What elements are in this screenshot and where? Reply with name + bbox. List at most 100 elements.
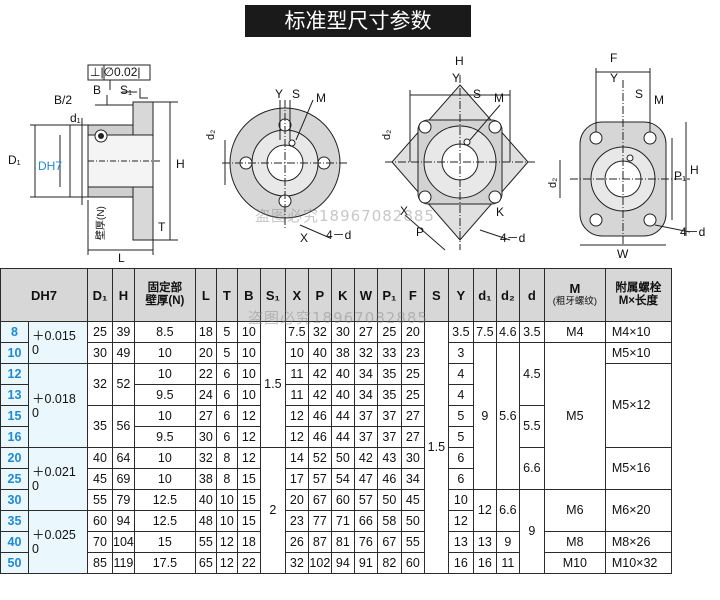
table-row: 16 9.5 30 6 12 12 46 44 37 37 27 5 — [0, 426, 672, 448]
cell-l: 65 — [194, 552, 217, 574]
cell-x: 7.5 — [284, 321, 309, 343]
cell-h: 104 — [112, 531, 135, 553]
cell-p: 102 — [307, 552, 332, 574]
cell-w: 76 — [353, 531, 378, 553]
label-W: W — [617, 247, 629, 261]
header-d1: D₁ — [87, 268, 113, 322]
cell-l: 55 — [194, 531, 217, 553]
cell-dh7: 13 — [0, 384, 29, 406]
cell-n: 17.5 — [133, 552, 196, 574]
label-T: T — [158, 220, 166, 234]
label-X-round: X — [300, 231, 308, 245]
cell-x: 14 — [284, 447, 309, 469]
cell-x: 10 — [284, 342, 309, 364]
cell-n: 9.5 — [133, 426, 196, 448]
header-s: S — [423, 268, 449, 322]
cell-l: 27 — [194, 405, 217, 427]
cell-w: 37 — [353, 426, 378, 448]
cell-b: 12 — [236, 447, 261, 469]
cell-k: 71 — [330, 510, 355, 532]
cell-h: 69 — [112, 468, 135, 490]
cell-s-merged: 1.5 — [423, 321, 449, 574]
header-sd2: d₂ — [495, 268, 520, 322]
side-section-view — [30, 64, 178, 255]
cell-sd2: 11 — [495, 552, 520, 574]
header-x: X — [284, 268, 309, 322]
label-d2-round: d₂ — [205, 130, 217, 140]
cell-d1: 85 — [87, 552, 113, 574]
cell-l: 22 — [194, 363, 217, 385]
table-row: 25 45 69 10 38 8 15 17 57 54 47 46 34 6 — [0, 468, 672, 490]
cell-n: 10 — [133, 447, 196, 469]
cell-w: 42 — [353, 447, 378, 469]
cell-k: 40 — [330, 363, 355, 385]
cell-l: 48 — [194, 510, 217, 532]
cell-l: 24 — [194, 384, 217, 406]
cell-l: 32 — [194, 447, 217, 469]
cell-l: 20 — [194, 342, 217, 364]
cell-d: 3.5 — [518, 321, 545, 343]
cell-n: 10 — [133, 363, 196, 385]
header-dh7: DH7 — [0, 268, 88, 322]
cell-h-merged: 52 — [112, 363, 135, 406]
cell-w: 57 — [353, 489, 378, 511]
cell-p: 77 — [307, 510, 332, 532]
table-header-row: DH7 D₁ H 固定部壁厚(N) L T B S₁ X P K W P₁ F … — [0, 268, 672, 322]
cell-dh7: 10 — [0, 342, 29, 364]
cell-k: 44 — [330, 426, 355, 448]
label-P-diamond: P — [416, 225, 424, 239]
cell-w: 37 — [353, 405, 378, 427]
cell-sd2-merged: 6.6 — [495, 489, 520, 532]
cell-m: M10 — [543, 552, 606, 574]
watermark-table: 盗图必究18967082885 — [248, 309, 428, 327]
cell-sd1: 13 — [472, 531, 497, 553]
cell-p1: 33 — [376, 342, 402, 364]
cell-bolt: M10×32 — [604, 552, 672, 574]
cell-y: 5 — [447, 426, 474, 448]
cell-b: 10 — [236, 384, 261, 406]
cell-f: 27 — [400, 405, 425, 427]
cell-w: 32 — [353, 342, 378, 364]
cell-t: 10 — [215, 510, 238, 532]
cell-x: 20 — [284, 489, 309, 511]
cell-b: 22 — [236, 552, 261, 574]
header-p: P — [307, 268, 332, 322]
cell-dh7: 40 — [0, 531, 29, 553]
cell-y: 16 — [447, 552, 474, 574]
diamond-flange-view — [385, 75, 535, 251]
cell-y: 6 — [447, 447, 474, 469]
cell-n: 12.5 — [133, 489, 196, 511]
cell-p1: 37 — [376, 405, 402, 427]
cell-t: 5 — [215, 321, 238, 343]
cell-dh7: 35 — [0, 510, 29, 532]
cell-bolt-merged: M5×16 — [604, 447, 672, 490]
label-S-oval: S — [635, 87, 643, 101]
label-DH7: DH7 — [38, 159, 62, 173]
cell-h: 39 — [112, 321, 135, 343]
cell-p: 42 — [307, 384, 332, 406]
cell-f: 55 — [400, 531, 425, 553]
label-P1: P₁ — [674, 169, 686, 183]
drawings-svg: ⊥|∅0.02| B/2 B S₁ d₁ D₁ DH7 壁厚(N) L T H … — [8, 51, 705, 262]
header-h: H — [112, 268, 135, 322]
cell-b: 15 — [236, 510, 261, 532]
cell-dh7: 30 — [0, 489, 29, 511]
cell-x: 32 — [284, 552, 309, 574]
cell-f: 25 — [400, 363, 425, 385]
cell-bolt-merged: M6×20 — [604, 489, 672, 532]
cell-d1: 45 — [87, 468, 113, 490]
label-d2-diamond: d₂ — [381, 130, 393, 140]
cell-t: 12 — [215, 552, 238, 574]
cell-d1-merged: 35 — [87, 405, 113, 448]
cell-d1: 70 — [87, 531, 113, 553]
cell-l: 38 — [194, 468, 217, 490]
cell-y: 12 — [447, 510, 474, 532]
cell-t: 5 — [215, 342, 238, 364]
cell-dh7: 25 — [0, 468, 29, 490]
label-4d-diamond: 4－d — [500, 231, 525, 245]
cell-sd1: 7.5 — [472, 321, 497, 343]
